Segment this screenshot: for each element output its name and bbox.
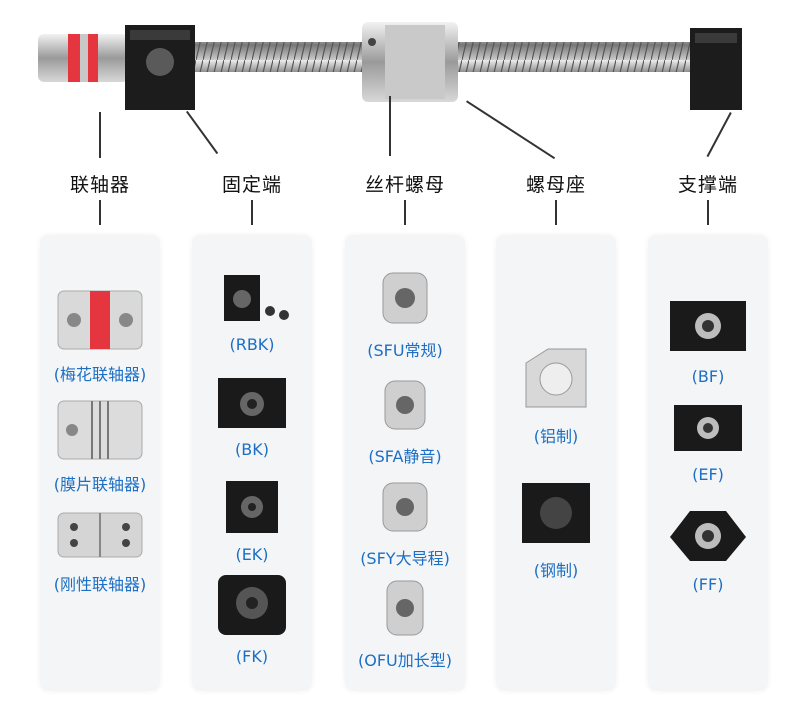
product-item[interactable]: (钢制): [496, 475, 616, 581]
bk-block-icon: [218, 378, 286, 428]
product-item[interactable]: (BF): [648, 291, 768, 386]
card-screw-nut: (SFU常规) (SFA静音) (SFY大导程) (OFU加长型): [345, 235, 465, 691]
diaphragm-coupling-icon: [57, 400, 143, 460]
rbk-block-icon: [224, 275, 289, 321]
ef-block-icon: [674, 405, 742, 451]
ball-screw-assembly-image: [38, 22, 742, 110]
card-coupling: (梅花联轴器) (膜片联轴器) (刚性联轴器): [40, 235, 160, 691]
product-caption: (BK): [235, 440, 269, 459]
product-caption: (铝制): [533, 427, 579, 446]
category-label-support-end: 支撑端: [677, 174, 738, 196]
product-caption: (梅花联轴器): [53, 365, 147, 384]
product-caption: (RBK): [229, 335, 275, 354]
product-item[interactable]: (刚性联轴器): [40, 505, 160, 595]
product-caption: (EF): [692, 465, 724, 484]
category-label-coupling: 联轴器: [69, 174, 130, 196]
product-caption: (OFU加长型): [358, 651, 452, 670]
product-item[interactable]: (OFU加长型): [345, 575, 465, 671]
product-item[interactable]: (SFU常规): [345, 265, 465, 361]
card-fixed-end: (RBK) (BK) (EK) (FK): [192, 235, 312, 691]
product-caption: (BF): [691, 367, 725, 386]
product-item[interactable]: (SFY大导程): [345, 475, 465, 569]
ofu-nut-icon: [386, 580, 424, 636]
ek-block-icon: [226, 481, 278, 533]
product-item[interactable]: (SFA静音): [345, 373, 465, 467]
product-item[interactable]: (膜片联轴器): [40, 395, 160, 495]
sfy-nut-icon: [382, 482, 428, 532]
category-label-nut-seat: 螺母座: [525, 174, 586, 196]
nut-seat-tick: [555, 200, 557, 225]
product-caption: (膜片联轴器): [53, 475, 147, 494]
category-label-screw-nut: 丝杆螺母: [364, 174, 445, 196]
category-label-fixed-end: 固定端: [221, 174, 282, 196]
fk-flange-icon: [218, 575, 286, 635]
product-item[interactable]: (铝制): [496, 343, 616, 447]
product-item[interactable]: (FF): [648, 503, 768, 594]
product-item[interactable]: (FK): [192, 565, 312, 666]
sfu-nut-icon: [382, 272, 428, 324]
screw-nut-pointer: [389, 96, 391, 156]
product-caption: (SFU常规): [367, 341, 443, 360]
product-item[interactable]: (梅花联轴器): [40, 285, 160, 385]
product-item[interactable]: (RBK): [192, 265, 312, 354]
product-caption: (FF): [692, 575, 724, 594]
rigid-coupling-icon: [57, 512, 143, 558]
sfa-nut-icon: [384, 380, 426, 430]
product-caption: (刚性联轴器): [53, 575, 147, 594]
ff-flange-icon: [670, 511, 746, 561]
product-caption: (EK): [235, 545, 269, 564]
steel-nut-seat-icon: [522, 483, 590, 543]
product-item[interactable]: (EF): [648, 397, 768, 484]
screw-nut-tick: [404, 200, 406, 225]
product-item[interactable]: (EK): [192, 475, 312, 564]
support-end-tick: [707, 200, 709, 225]
product-caption: (SFA静音): [368, 447, 442, 466]
aluminum-nut-seat-icon: [525, 348, 587, 408]
plum-coupling-icon: [57, 290, 143, 350]
bf-block-icon: [670, 301, 746, 351]
coupling-tick: [99, 200, 101, 225]
product-caption: (FK): [235, 647, 269, 666]
card-support-end: (BF) (EF) (FF): [648, 235, 768, 691]
card-nut-seat: (铝制) (钢制): [496, 235, 616, 691]
product-item[interactable]: (BK): [192, 370, 312, 459]
coupling-pointer: [99, 112, 101, 158]
product-caption: (钢制): [533, 561, 579, 580]
fixed-end-tick: [251, 200, 253, 225]
product-caption: (SFY大导程): [360, 549, 450, 568]
